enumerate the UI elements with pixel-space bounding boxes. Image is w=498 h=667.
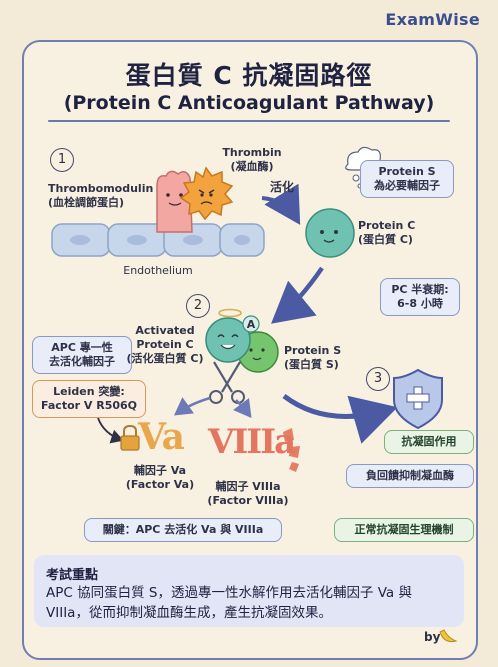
activation-label: 活化	[269, 180, 294, 194]
brand-logo: ExamWise	[385, 10, 480, 29]
leiden-arrow	[97, 417, 124, 444]
step-3-badge: 3	[366, 367, 390, 391]
conversion-arrow	[271, 266, 324, 324]
exam-point-body: APC 協同蛋白質 S，透過專一性水解作用去活化輔因子 Va 與 VIIIa，從…	[46, 585, 412, 621]
factor-va-label: 輔因子 Va (Factor Va)	[125, 464, 195, 491]
scissors-icon	[209, 361, 245, 404]
anticoagulant-tag: 抗凝固作用	[384, 430, 474, 454]
thrombin-character	[179, 166, 234, 221]
key-point-tag: 關鍵：APC 去活化 Va 與 VIIIa	[84, 518, 282, 542]
page-title: 蛋白質 C 抗凝固路徑	[125, 61, 373, 90]
half-life-tag: PC 半衰期: 6-8 小時	[380, 278, 460, 316]
protein-c-label: Protein C (蛋白質 C)	[358, 219, 416, 246]
byline: by	[424, 630, 441, 644]
shield-icon	[393, 368, 443, 430]
cleave-va-arrow	[173, 396, 211, 416]
cleave-viiia-arrow	[232, 398, 252, 418]
thrombin-label: Thrombin (凝血酶)	[222, 146, 282, 173]
activated-pc-label: Activated Protein C (活化蛋白質 C)	[126, 324, 204, 365]
factor-viiia-label: 輔因子 VIIIa (Factor VIIIa)	[207, 480, 289, 507]
normal-mechanism-tag: 正常抗凝固生理機制	[334, 518, 474, 542]
thrombomodulin-character	[156, 170, 193, 233]
negative-feedback-tag: 負回饋抑制凝血酶	[346, 464, 474, 488]
step-1-badge: 1	[50, 148, 74, 172]
apc-specificity-tag: APC 專一性 去活化輔因子	[32, 336, 132, 374]
effect-arrow	[282, 394, 398, 444]
fragments-icon	[283, 428, 300, 472]
apc-complex-character	[205, 308, 279, 373]
factor-viiia-glyph: VIIIa	[208, 422, 296, 462]
page-subtitle: (Protein C Anticoagulant Pathway)	[63, 92, 435, 114]
title-divider	[48, 120, 450, 122]
step-2-badge: 2	[186, 294, 210, 318]
activation-arrow	[261, 183, 301, 225]
protein-c-character	[305, 208, 355, 258]
banana-icon	[439, 629, 458, 643]
factor-va-glyph: Va	[138, 416, 185, 458]
exam-point-heading: 考試重點	[46, 568, 99, 583]
protein-s-label: Protein S (蛋白質 S)	[284, 344, 342, 371]
protein-s-cofactor-tag: Protein S 為必要輔因子	[360, 160, 454, 198]
apc-badge-label: A	[246, 318, 256, 331]
lock-icon	[120, 424, 140, 451]
exam-point-box	[34, 555, 464, 627]
leiden-mutation-tag: Leiden 突變: Factor V R506Q	[32, 380, 146, 418]
endothelium-label: Endothelium	[123, 264, 193, 277]
thrombomodulin-label: Thrombomodulin (血栓調節蛋白)	[48, 182, 154, 209]
